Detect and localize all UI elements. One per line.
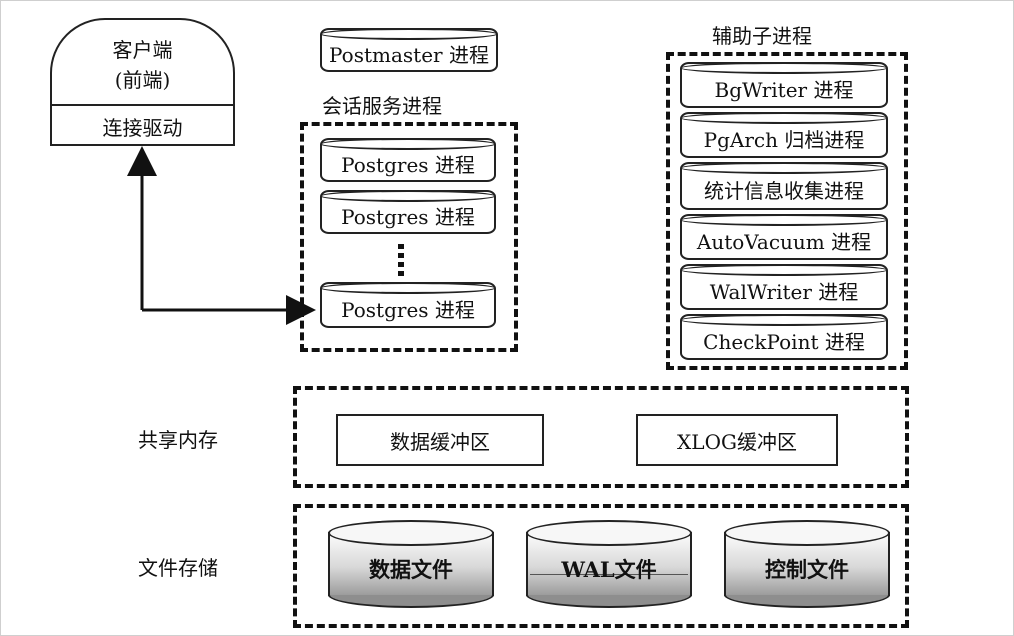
data-file-cylinder: 数据文件 — [328, 520, 494, 608]
data-file-label: 数据文件 — [369, 557, 453, 582]
session-group — [300, 122, 518, 352]
xlog-buffer: XLOG缓冲区 — [636, 414, 838, 466]
control-file-cylinder: 控制文件 — [724, 520, 890, 608]
ellipsis-dots — [398, 244, 404, 276]
cylinder-top — [526, 520, 692, 546]
autovacuum-process: AutoVacuum 进程 — [680, 214, 888, 260]
pgarch-process: PgArch 归档进程 — [680, 112, 888, 158]
auxiliary-group-title: 辅助子进程 — [712, 24, 812, 48]
stats-collector-process: 统计信息收集进程 — [680, 162, 888, 210]
wal-file-cylinder: WAL文件 — [526, 520, 692, 608]
bgwriter-process: BgWriter 进程 — [680, 62, 888, 108]
cylinder-top — [724, 520, 890, 546]
postmaster-process: Postmaster 进程 — [320, 28, 498, 72]
client-box: 客户端 (前端) 连接驱动 — [50, 18, 235, 146]
auxiliary-group — [666, 52, 908, 370]
walwriter-process: WalWriter 进程 — [680, 264, 888, 310]
shared-memory-label: 共享内存 — [138, 428, 218, 452]
file-storage-label: 文件存储 — [138, 556, 218, 580]
cylinder-top — [328, 520, 494, 546]
wal-file-label: WAL文件 — [561, 557, 657, 582]
checkpoint-process: CheckPoint 进程 — [680, 314, 888, 360]
cylinder-line — [530, 574, 688, 575]
shared-memory-group — [293, 386, 909, 488]
data-buffer: 数据缓冲区 — [336, 414, 544, 466]
control-file-label: 控制文件 — [765, 557, 849, 582]
postgres-process-2: Postgres 进程 — [320, 190, 496, 234]
connection-driver-label: 连接驱动 — [102, 116, 183, 140]
session-group-title: 会话服务进程 — [322, 94, 442, 118]
postgres-process-1: Postgres 进程 — [320, 138, 496, 182]
client-divider — [52, 104, 233, 106]
client-label: 客户端 — [112, 38, 173, 62]
client-frontend-label: (前端) — [114, 68, 171, 92]
postgres-process-3: Postgres 进程 — [320, 282, 496, 328]
file-storage-group — [293, 504, 909, 628]
